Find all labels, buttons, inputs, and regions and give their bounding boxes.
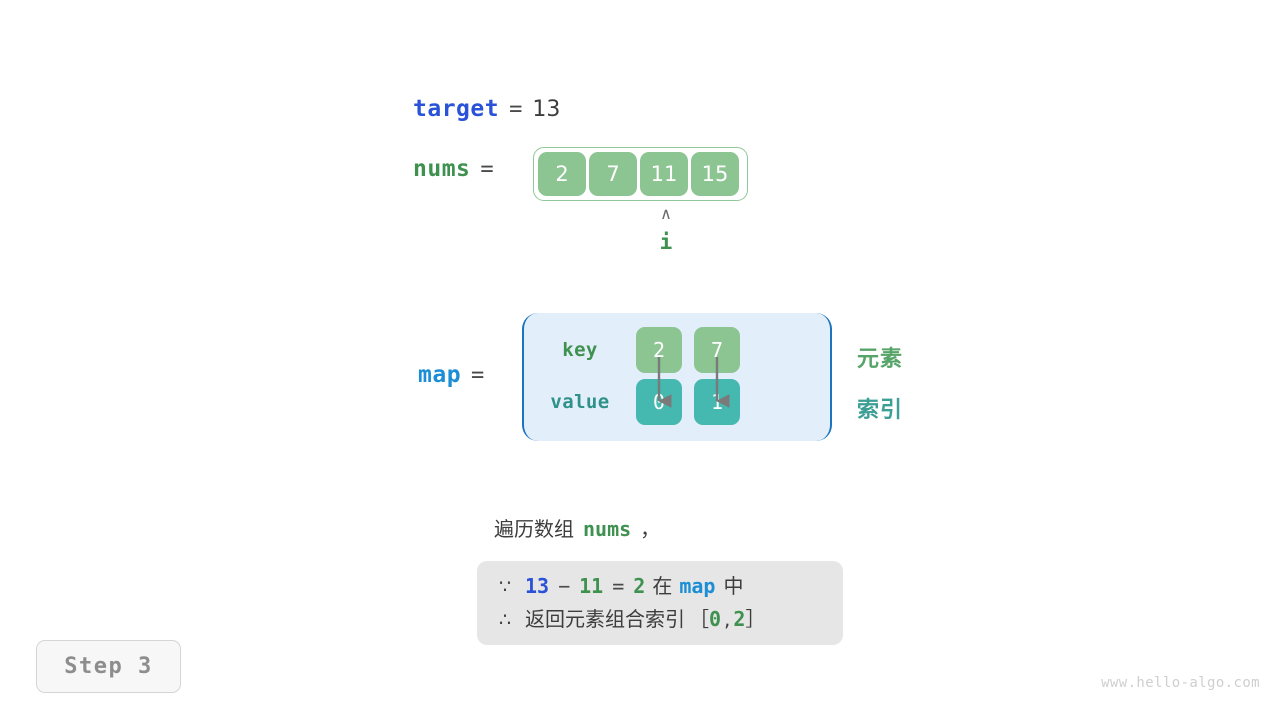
map-value-row-label: value bbox=[550, 391, 610, 413]
map-declaration-row: map = bbox=[418, 362, 494, 388]
nums-equals-sign: = bbox=[480, 156, 494, 182]
nums-array-container: 2 7 11 15 bbox=[533, 147, 748, 201]
nums-cell: 11 bbox=[640, 152, 688, 196]
map-key-cell: 2 bbox=[636, 327, 682, 373]
map-value-row: value 0 1 bbox=[524, 379, 830, 425]
map-key-cell: 7 bbox=[694, 327, 740, 373]
nums-declaration-row: nums = bbox=[413, 156, 504, 182]
note-line-1: ∵ 13 − 11 = 2 在 map 中 bbox=[499, 570, 821, 603]
index-pointer: ∧ i bbox=[648, 206, 684, 256]
target-equals-sign: = bbox=[509, 96, 523, 122]
target-variable-name: target bbox=[413, 96, 500, 122]
note-result-comma: , bbox=[724, 607, 731, 631]
map-key-row-label: key bbox=[562, 339, 598, 361]
step-badge-label: Step 3 bbox=[64, 654, 153, 679]
note-result-index-0: 0 bbox=[709, 607, 722, 631]
because-symbol: ∵ bbox=[499, 576, 512, 598]
map-variable-name: map bbox=[418, 362, 462, 388]
note-bracket-close: ］ bbox=[745, 607, 766, 631]
caption-code-nums: nums bbox=[583, 517, 632, 541]
note-result-index-1: 2 bbox=[733, 607, 746, 631]
annotation-element: 元素 bbox=[857, 347, 904, 372]
annotation-index: 索引 bbox=[857, 398, 904, 423]
map-value-cell: 1 bbox=[694, 379, 740, 425]
note-operand-target: 13 bbox=[525, 574, 550, 598]
note-equals-sign: = bbox=[612, 574, 625, 598]
target-declaration-row: target = 13 bbox=[413, 92, 560, 126]
nums-cell: 2 bbox=[538, 152, 586, 196]
step-badge: Step 3 bbox=[36, 640, 181, 693]
caption-suffix: ， bbox=[640, 517, 661, 541]
map-key-row: key 2 7 bbox=[524, 327, 830, 373]
caret-up-icon: ∧ bbox=[660, 204, 672, 223]
explanation-note-box: ∵ 13 − 11 = 2 在 map 中 ∴ 返回元素组合索引 ［ 0 , 2… bbox=[477, 561, 843, 645]
note-operand-result: 2 bbox=[633, 574, 646, 598]
map-value-cell: 0 bbox=[636, 379, 682, 425]
note-map-word: map bbox=[679, 574, 716, 598]
note-operand-current: 11 bbox=[579, 574, 604, 598]
hash-map-container: key 2 7 value 0 1 bbox=[522, 313, 832, 441]
map-value-cells: 0 1 bbox=[636, 379, 740, 425]
note-minus-sign: − bbox=[558, 574, 571, 598]
map-equals-sign: = bbox=[471, 362, 485, 388]
watermark: www.hello-algo.com bbox=[1101, 675, 1260, 691]
map-key-cells: 2 7 bbox=[636, 327, 740, 373]
note-bracket-open: ［ bbox=[689, 607, 709, 631]
caption-prefix: 遍历数组 bbox=[494, 517, 574, 541]
note-tail-word: 中 bbox=[723, 574, 744, 598]
nums-cell: 15 bbox=[691, 152, 739, 196]
caption-line: 遍历数组 nums ， bbox=[494, 513, 660, 542]
target-value: 13 bbox=[532, 96, 561, 122]
note-return-text: 返回元素组合索引 bbox=[525, 607, 685, 631]
nums-cell: 7 bbox=[589, 152, 637, 196]
nums-variable-name: nums bbox=[413, 156, 471, 182]
note-line-2: ∴ 返回元素组合索引 ［ 0 , 2 ］ bbox=[499, 603, 821, 636]
therefore-symbol: ∴ bbox=[499, 609, 512, 631]
index-pointer-label: i bbox=[659, 230, 673, 254]
note-in-word: 在 bbox=[652, 574, 673, 598]
